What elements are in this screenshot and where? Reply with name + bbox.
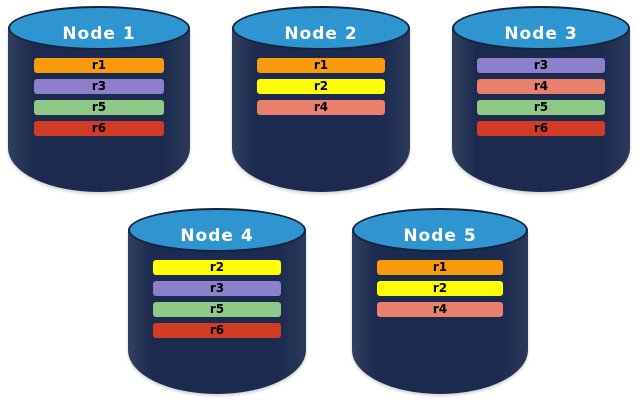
replica-bar-list: r3 r4 r5 r6 (452, 58, 630, 136)
node-cylinder-4[interactable]: Node 4 r2 r3 r5 r6 (128, 208, 306, 394)
node-label: Node 4 (180, 226, 254, 246)
replica-bar[interactable]: r6 (477, 121, 605, 136)
cylinder-top-disc (452, 6, 630, 50)
replica-bar[interactable]: r6 (34, 121, 164, 136)
replica-bar[interactable]: r5 (153, 302, 281, 317)
cylinder-top-disc (352, 208, 528, 252)
cylinder-top-disc (128, 208, 306, 252)
replica-bar-list: r2 r3 r5 r6 (128, 260, 306, 338)
replica-bar[interactable]: r2 (153, 260, 281, 275)
replica-bar[interactable]: r6 (153, 323, 281, 338)
node-cylinder-1[interactable]: Node 1 r1 r3 r5 r6 (8, 6, 190, 192)
replica-bar[interactable]: r4 (377, 302, 503, 317)
replica-bar-list: r1 r2 r4 (352, 260, 528, 317)
cylinder-top-disc (232, 6, 410, 50)
node-label: Node 3 (504, 24, 578, 44)
replica-bar[interactable]: r4 (257, 100, 385, 115)
replica-bar[interactable]: r4 (477, 79, 605, 94)
replica-bar-list: r1 r2 r4 (232, 58, 410, 115)
replica-bar[interactable]: r2 (257, 79, 385, 94)
replica-bar[interactable]: r5 (477, 100, 605, 115)
replica-bar[interactable]: r3 (34, 79, 164, 94)
replica-bar[interactable]: r3 (477, 58, 605, 73)
node-cylinder-3[interactable]: Node 3 r3 r4 r5 r6 (452, 6, 630, 192)
node-cylinder-2[interactable]: Node 2 r1 r2 r4 (232, 6, 410, 192)
replica-bar[interactable]: r3 (153, 281, 281, 296)
replica-bar[interactable]: r2 (377, 281, 503, 296)
cylinder-top-disc (8, 6, 190, 50)
node-label: Node 2 (284, 24, 358, 44)
node-label: Node 5 (403, 226, 477, 246)
replica-bar[interactable]: r1 (377, 260, 503, 275)
replica-bar[interactable]: r5 (34, 100, 164, 115)
replica-bar-list: r1 r3 r5 r6 (8, 58, 190, 136)
replica-bar[interactable]: r1 (34, 58, 164, 73)
node-label: Node 1 (62, 24, 136, 44)
replica-bar[interactable]: r1 (257, 58, 385, 73)
node-cylinder-5[interactable]: Node 5 r1 r2 r4 (352, 208, 528, 394)
